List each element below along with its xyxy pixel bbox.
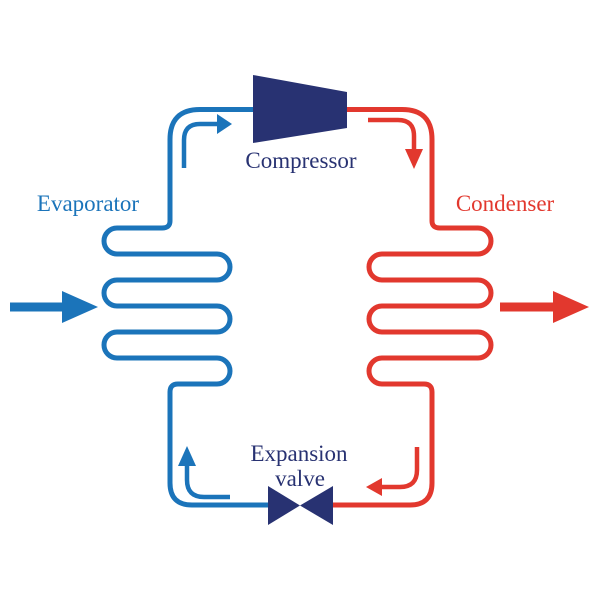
compressor-outlet-flow-arrow-icon: [368, 117, 423, 169]
expansion-valve-symbol: [268, 486, 333, 525]
condenser-coil-pipe: [333, 107, 494, 508]
condenser-label: Condenser: [456, 191, 555, 216]
compressor-label: Compressor: [245, 148, 357, 173]
valve-inlet-flow-arrow-icon: [366, 447, 420, 496]
expansion-valve-left-triangle: [268, 486, 300, 525]
valve-outlet-flow-arrow-icon: [178, 446, 230, 500]
evaporator-coil-pipe: [101, 107, 268, 508]
expansion-valve-label-line1: Expansion: [250, 441, 348, 466]
compressor-inlet-flow-arrow-icon: [181, 114, 232, 168]
expansion-valve-label-line2: valve: [275, 466, 325, 491]
heat-in-arrow-icon: [10, 291, 98, 323]
expansion-valve-right-triangle: [300, 486, 333, 525]
heat-out-arrow-icon: [500, 291, 589, 323]
compressor-symbol: [253, 75, 347, 143]
evaporator-label: Evaporator: [37, 191, 140, 216]
expansion-valve-label: Expansion valve: [250, 441, 348, 491]
